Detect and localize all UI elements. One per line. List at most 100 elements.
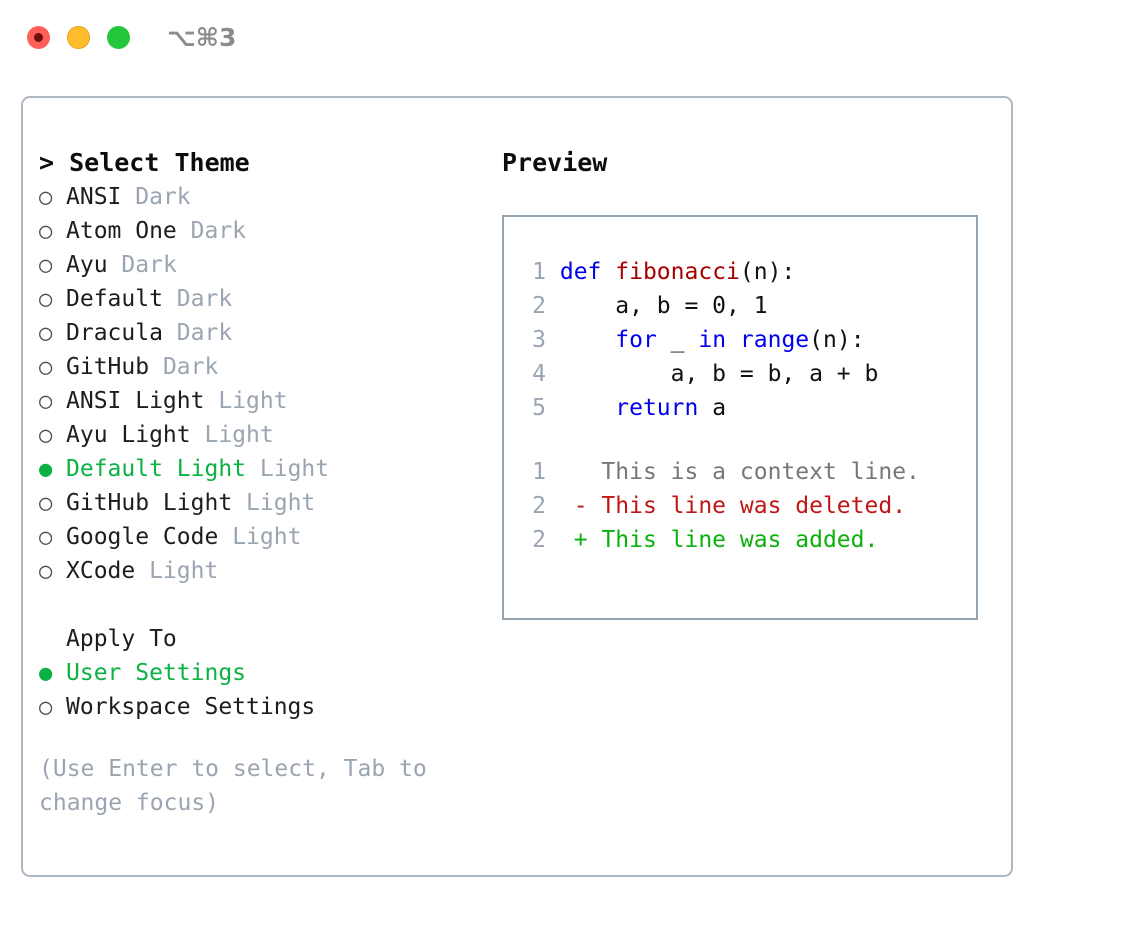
gutter-space [546, 459, 560, 485]
code-token: (n): [739, 259, 796, 285]
theme-list-item[interactable]: ○ Default Dark [39, 282, 469, 316]
code-token: a, b = 0, 1 [559, 293, 768, 319]
line-number: 1 [532, 259, 546, 285]
apply-to-option[interactable]: ○ Workspace Settings [39, 690, 469, 724]
line-number: 1 [532, 459, 546, 485]
preview-box: 1 def fibonacci(n): 2 a, b = 0, 1 3 for _ … [502, 215, 978, 620]
window-controls [27, 26, 130, 49]
apply-to-label: User Settings [66, 660, 247, 686]
theme-variant-label: Light [218, 388, 288, 414]
theme-list-item[interactable]: ○Ayu Dark [39, 248, 469, 282]
code-token: - This line was deleted. [559, 493, 907, 519]
apply-to-label: Workspace Settings [66, 694, 316, 720]
theme-name: Dracula [66, 320, 163, 346]
line-number: 4 [532, 361, 546, 387]
radio-unselected-icon: ○ [39, 219, 53, 244]
radio-selected-icon: ● [39, 457, 53, 482]
theme-variant-label: Light [259, 456, 330, 482]
theme-list-item[interactable]: ○GitHub Light Light [39, 486, 469, 520]
spacer [135, 554, 149, 588]
code-line: 1 def fibonacci(n): [518, 255, 920, 289]
spacer [177, 214, 191, 248]
theme-variant-label: Dark [176, 286, 233, 312]
line-number: 2 [532, 493, 546, 519]
code-line: 3 for _ in range(n): [518, 323, 920, 357]
theme-list-item[interactable]: ● Default Light Light [39, 452, 469, 486]
theme-name: GitHub [66, 354, 150, 380]
line-number: 3 [532, 327, 546, 353]
gutter-space [546, 361, 560, 387]
code-preview: 1 def fibonacci(n): 2 a, b = 0, 1 3 for _ … [518, 255, 920, 557]
theme-list-item[interactable]: ○ Atom One Dark [39, 214, 469, 248]
theme-list-item[interactable]: ○Ayu Light Light [39, 418, 469, 452]
theme-list-item[interactable]: ○Dracula Dark [39, 316, 469, 350]
section-spacer [39, 588, 469, 622]
theme-name: XCode [66, 558, 136, 584]
radio-unselected-icon: ○ [39, 287, 53, 312]
code-token [560, 395, 615, 421]
theme-variant-label: Dark [135, 184, 191, 210]
theme-name: Ayu Light [66, 422, 191, 448]
preview-title: Preview [502, 148, 608, 177]
theme-name: Default [66, 286, 163, 312]
diff-line: 2 - This line was deleted. [518, 489, 920, 523]
gutter-space [546, 293, 560, 319]
code-token [726, 327, 740, 353]
theme-name: ANSI Light [66, 388, 205, 414]
code-token: _ [656, 327, 699, 353]
gutter-space [546, 395, 560, 421]
code-token: This is a context line. [559, 459, 920, 485]
theme-variant-label: Light [149, 558, 219, 584]
theme-list-item[interactable]: ○ Google Code Light [39, 520, 469, 554]
radio-unselected-icon: ○ [39, 185, 53, 210]
spacer [218, 520, 232, 554]
theme-list-item[interactable]: ○XCode Light [39, 554, 469, 588]
theme-variant-label: Light [232, 524, 302, 550]
line-number: 2 [532, 293, 546, 319]
theme-variant-label: Dark [190, 218, 247, 244]
theme-picker-panel: > Select Theme ○ANSI Dark○Atom One Dark○… [21, 96, 1013, 877]
theme-list-item[interactable]: ○ANSI Light Light [39, 384, 469, 418]
theme-name: Atom One [66, 218, 177, 244]
theme-name: Default Light [66, 456, 247, 482]
keyboard-hint-text: (Use Enter to select, Tab to change focu… [39, 756, 441, 816]
code-token: (n): [809, 327, 865, 353]
spacer [204, 384, 218, 418]
apply-to-option[interactable]: ●User Settings [39, 656, 469, 690]
code-token: for [615, 327, 657, 353]
code-token: return [615, 395, 699, 421]
spacer [163, 282, 177, 316]
code-line: 5 return a [518, 391, 920, 425]
code-token: fibonacci [615, 259, 740, 285]
theme-variant-label: Light [204, 422, 274, 448]
spacer [191, 418, 205, 452]
theme-name: ANSI [66, 184, 122, 210]
theme-list[interactable]: ○ANSI Dark○Atom One Dark○Ayu Dark○Defaul… [39, 180, 469, 588]
apply-to-list[interactable]: ●User Settings ○ Workspace Settings [39, 656, 469, 724]
select-theme-header: > Select Theme [39, 148, 250, 177]
radio-unselected-icon: ○ [39, 695, 53, 720]
theme-variant-label: Dark [176, 320, 233, 346]
gutter-space [546, 259, 560, 285]
gutter-space [546, 327, 560, 353]
theme-name: Google Code [66, 524, 219, 550]
theme-list-item[interactable]: ○GitHub Dark [39, 350, 469, 384]
apply-to-header: Apply To [66, 626, 177, 652]
maximize-button-icon[interactable] [107, 26, 130, 49]
code-token: range [739, 327, 810, 353]
code-token: a [698, 395, 727, 421]
theme-selection-column: > Select Theme ○ANSI Dark○Atom One Dark○… [39, 146, 469, 820]
minimize-button-icon[interactable] [67, 26, 90, 49]
spacer [121, 180, 135, 214]
code-token: a, b = b, a + b [559, 361, 879, 387]
theme-list-item[interactable]: ○ ANSI Dark [39, 180, 469, 214]
radio-unselected-icon: ○ [39, 525, 53, 550]
code-token [560, 327, 615, 353]
code-token [601, 259, 615, 285]
theme-variant-label: Dark [121, 252, 177, 278]
close-button-icon[interactable] [27, 26, 50, 49]
diff-line: 1 This is a context line. [518, 455, 920, 489]
theme-variant-label: Dark [162, 354, 219, 380]
keyboard-shortcut-label: ⌥⌘3 [167, 23, 237, 52]
preview-column: Preview 1 def fibonacci(n): 2 a, b = 0, 1… [502, 146, 992, 620]
